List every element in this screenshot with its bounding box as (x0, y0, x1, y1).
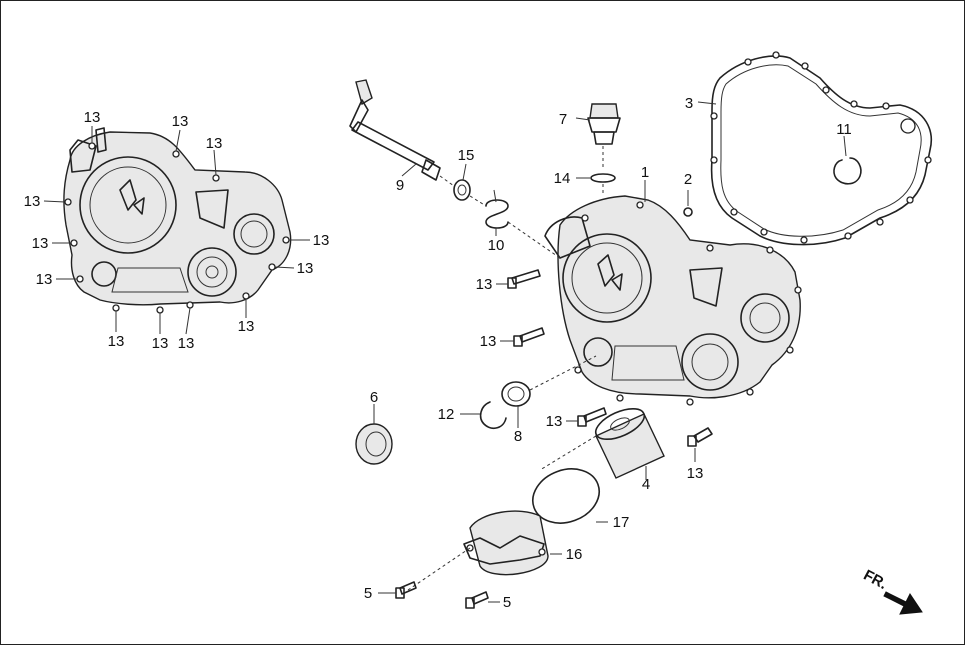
callout-13-spare: 13 (478, 276, 495, 293)
callout-13: 13 (32, 235, 49, 252)
callout-13: 13 (546, 413, 563, 430)
callout-13: 13 (297, 260, 314, 277)
callout-13: 13 (687, 465, 704, 482)
seal-large-part (355, 404, 393, 465)
callout-3: 3 (685, 95, 693, 112)
seal-small-part (439, 163, 471, 201)
callout-13: 13 (84, 109, 101, 126)
callout-17: 17 (613, 514, 630, 531)
callout-2: 2 (684, 171, 692, 188)
callout-13: 13 (238, 318, 255, 335)
main-cover-part (544, 180, 802, 406)
circlip-mid-part (460, 401, 507, 430)
callout-labels: 13 13 13 13 13 13 13 13 13 13 13 13 13 1… (24, 95, 852, 611)
plug-part (683, 190, 693, 217)
callout-6: 6 (370, 389, 378, 406)
callout-1: 1 (641, 164, 649, 181)
bolt-part-5a (378, 581, 417, 599)
callout-12: 12 (438, 406, 455, 423)
spring-part (469, 189, 561, 259)
callout-4: 4 (642, 476, 650, 493)
callout-5: 5 (503, 594, 511, 611)
oil-filter-part (539, 407, 665, 480)
bolt-part-c (566, 407, 607, 427)
callout-13: 13 (36, 271, 53, 288)
callout-13: 13 (206, 135, 223, 152)
callout-7: 7 (559, 111, 567, 128)
filler-cap-part (575, 103, 621, 168)
callout-8: 8 (514, 428, 522, 445)
arrow-down-right-icon (883, 591, 923, 615)
callout-13: 13 (152, 335, 169, 352)
callout-14: 14 (554, 170, 571, 187)
callout-10: 10 (488, 237, 505, 254)
callout-11: 11 (836, 121, 852, 138)
o-ring-part (576, 173, 616, 196)
shaft-part (349, 79, 441, 181)
front-indicator: FR. (861, 567, 923, 615)
callout-13: 13 (476, 276, 493, 293)
bolt-part-5b (465, 591, 500, 609)
bolt-part-a (496, 269, 541, 289)
bolt-part-d (687, 427, 713, 462)
callout-13: 13 (313, 232, 330, 249)
callout-9: 9 (396, 177, 404, 194)
filter-cover-part (407, 510, 562, 591)
o-ring-large-part (532, 468, 608, 524)
callout-15: 15 (458, 147, 475, 164)
circlip-part (833, 135, 862, 185)
callout-16: 16 (566, 546, 583, 563)
gasket-part (697, 51, 932, 246)
callout-13: 13 (24, 193, 41, 210)
callout-13: 13 (172, 113, 189, 130)
seal-mid-part (501, 355, 597, 428)
callout-5: 5 (364, 585, 372, 602)
bolt-part-b (500, 327, 545, 347)
front-label: FR. (861, 567, 890, 593)
assembled-cover-view (43, 126, 310, 335)
callout-13: 13 (108, 333, 125, 350)
callout-13: 13 (480, 333, 497, 350)
callout-13: 13 (178, 335, 195, 352)
